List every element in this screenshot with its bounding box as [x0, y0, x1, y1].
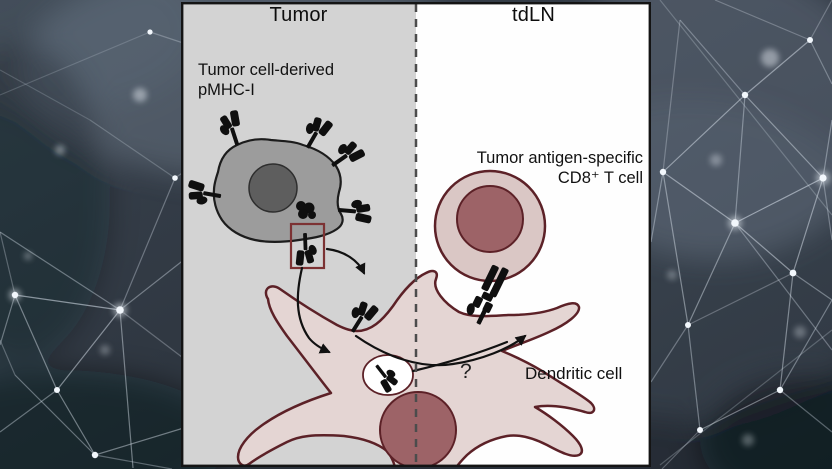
figure-panel: Tumor tdLN Tumor cell-derived pMHC-I Tum…: [181, 2, 651, 467]
tcr-pmhc-synapse-icon: [466, 264, 509, 325]
arrow-box-to-membrane: [325, 247, 366, 275]
tumor-cell: [184, 108, 374, 270]
cd8-t-cell-nucleus: [456, 185, 524, 253]
dendritic-cell-nucleus: [379, 391, 457, 467]
pmhc-highlight-box: [289, 222, 326, 270]
transfer-arrows: [296, 247, 527, 373]
intracellular-peptide-cluster-icon: [296, 201, 316, 219]
dendritic-cell-label: Dendritic cell: [525, 364, 623, 383]
cd8-t-cell-label: Tumor antigen-specific CD8⁺ T cell: [476, 149, 643, 188]
tdln-region-title: tdLN: [511, 4, 556, 26]
network-nodes: [11, 29, 827, 459]
arrow-membrane-to-synapse: [354, 334, 527, 367]
tumor-region-title: Tumor: [269, 4, 328, 26]
tumor-cell-nucleus: [248, 163, 298, 213]
schematic-canvas: [181, 2, 651, 467]
panel-border: [181, 2, 651, 467]
cd8-t-cell: [433, 169, 547, 283]
arrow-box-to-vesicle: [296, 266, 331, 354]
uncertainty-label: ?: [460, 360, 472, 383]
tumor-pmhc-label: Tumor cell-derived pMHC-I: [198, 61, 335, 100]
arrow-vesicle-to-synapse: [411, 340, 509, 373]
